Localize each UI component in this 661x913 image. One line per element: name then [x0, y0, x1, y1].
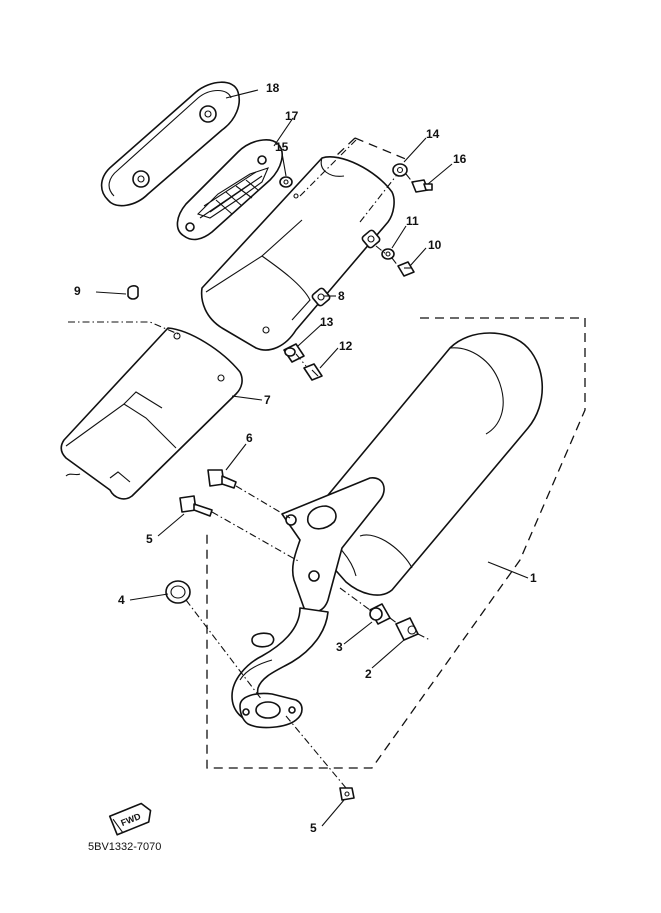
part-label-2: 2	[365, 667, 372, 681]
part-label-7: 5	[146, 532, 153, 546]
alignment-line-bolt-13	[295, 353, 307, 367]
part-label-17: 16	[453, 152, 467, 166]
part-10-cap	[127, 285, 139, 300]
part-label-15: 14	[426, 127, 440, 141]
muffler-1	[231, 332, 544, 729]
fwd-arrow-icon: FWD	[108, 802, 152, 836]
part-label-15: 15	[275, 140, 289, 154]
part-label-16: 18	[266, 81, 280, 95]
muffler-cover-9	[60, 327, 243, 500]
alignment-line-bolt-6	[235, 485, 291, 519]
part-7-bolt	[179, 495, 213, 517]
part-label-6: 6	[246, 431, 253, 445]
part-label-1: 1	[530, 571, 537, 585]
leader-lines	[95, 89, 529, 827]
part-label-5: 5	[310, 821, 317, 835]
part-label-11: 10	[428, 238, 442, 252]
part-label-13: 12	[339, 339, 353, 353]
part-label-3: 3	[336, 640, 343, 654]
alignment-line-bolt-17	[359, 173, 415, 223]
part-label-9: 7	[264, 393, 271, 407]
part-15-nut-top	[392, 163, 408, 177]
part-label-18: 17	[285, 109, 299, 123]
muffler-cover-8	[200, 156, 395, 351]
alignment-line-cover	[68, 139, 357, 335]
part-label-4: 4	[118, 593, 125, 607]
part-label-10: 9	[74, 284, 81, 298]
alignment-line-nut-5	[285, 715, 347, 789]
part-label-8: 8	[338, 289, 345, 303]
muffler-assembly-boundary	[206, 317, 586, 769]
alignment-line-gasket	[185, 599, 263, 701]
part-4-gasket	[165, 580, 191, 604]
part-3-collar	[369, 603, 391, 625]
alignment-line-bolt-11	[375, 245, 399, 267]
part-label-14: 13	[320, 315, 334, 329]
part-15-nut	[279, 176, 293, 188]
part-5-nut	[339, 787, 355, 801]
part-17-bolt	[411, 179, 433, 193]
alignment-line-collar	[339, 587, 431, 641]
part-14-collar	[283, 343, 305, 363]
alignment-line-bolt-7	[211, 511, 301, 563]
part-2-damper	[395, 617, 419, 641]
part-label-12: 11	[406, 214, 419, 228]
part-13-bolt	[303, 363, 323, 381]
diagram-code: 5BV1332-7070	[88, 841, 161, 853]
part-12-nut	[381, 248, 395, 260]
part-6-bolt	[207, 469, 237, 489]
heat-protector-16	[100, 81, 240, 207]
mesh-plate-18	[176, 139, 283, 241]
